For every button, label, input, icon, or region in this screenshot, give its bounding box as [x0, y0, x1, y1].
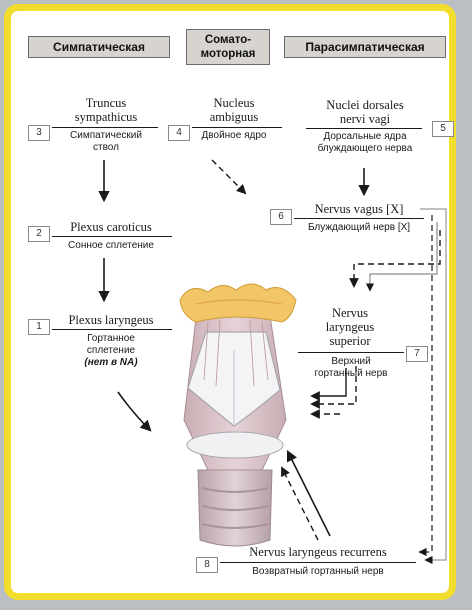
latin-line: Truncus: [52, 96, 160, 110]
latin-plexus-caroticus: Plexus caroticus: [52, 220, 170, 234]
label-divider: [298, 352, 404, 353]
latin-line: Plexus laryngeus: [52, 313, 170, 327]
latin-nucleus-ambiguus: Nucleus ambiguus: [188, 96, 280, 124]
latin-nervus-laryngeus-recurrens: Nervus laryngeus recurrens: [220, 545, 416, 559]
label-number-6: 6: [270, 209, 292, 225]
label-number-8: 8: [196, 557, 218, 573]
connector-6-to-8-dashed: [420, 215, 432, 552]
russian-line: Гортанное: [52, 333, 170, 345]
label-number-5: 5: [432, 121, 454, 137]
header-sympathetic: Симпатическая: [28, 36, 170, 58]
arrow-1-to-larynx: [118, 392, 150, 430]
latin-line: Nervus vagus [X]: [294, 202, 424, 216]
latin-plexus-laryngeus: Plexus laryngeus: [52, 313, 170, 327]
header-somatomotor-line2: моторная: [187, 47, 269, 61]
russian-superior-laryngeal-nerve: Верхний гортанный нерв: [298, 356, 404, 380]
label-number-4: 4: [168, 125, 190, 141]
latin-line: Nervus laryngeus recurrens: [220, 545, 416, 559]
russian-laryngeal-plexus: Гортанное сплетение (нет в NA): [52, 333, 170, 369]
russian-line: ствол: [52, 142, 160, 154]
label-number-2: 2: [28, 226, 50, 242]
larynx-illustration: [180, 284, 296, 546]
arrow-4-to-6: [212, 160, 245, 193]
label-divider: [52, 127, 158, 128]
latin-line: laryngeus: [300, 320, 400, 334]
label-number-7: 7: [406, 346, 428, 362]
header-parasympathetic: Парасимпатическая: [284, 36, 446, 58]
latin-truncus-sympathicus: Truncus sympathicus: [52, 96, 160, 124]
label-divider: [192, 127, 282, 128]
connector-6-to-8: [420, 209, 446, 560]
latin-line: Nucleus: [188, 96, 280, 110]
latin-nuclei-dorsales: Nuclei dorsales nervi vagi: [306, 98, 424, 126]
latin-line: nervi vagi: [306, 112, 424, 126]
russian-line: блуждающего нерва: [306, 143, 424, 155]
russian-dorsal-nuclei: Дорсальные ядра блуждающего нерва: [306, 131, 424, 155]
header-somatomotor-line1: Сомато-: [187, 33, 269, 47]
russian-vagus-nerve: Блуждающий нерв [X]: [294, 222, 424, 234]
russian-line: Симпатический: [52, 130, 160, 142]
latin-line: ambiguus: [188, 110, 280, 124]
label-divider: [306, 128, 422, 129]
note-not-in-na: (нет в NA): [52, 357, 170, 369]
russian-carotid-plexus: Сонное сплетение: [52, 240, 170, 252]
russian-line: Блуждающий нерв [X]: [294, 222, 424, 234]
russian-sympathetic-trunk: Симпатический ствол: [52, 130, 160, 154]
russian-double-nucleus: Двойное ядро: [188, 130, 280, 142]
label-number-3: 3: [28, 125, 50, 141]
arrow-6-to-7-dashed: [354, 230, 440, 286]
arrow-8-dashed: [282, 468, 318, 540]
russian-line: сплетение: [52, 345, 170, 357]
label-divider: [52, 236, 172, 237]
latin-line: Nervus: [300, 306, 400, 320]
russian-line: Возвратный гортанный нерв: [220, 566, 416, 578]
russian-line: гортанный нерв: [298, 368, 404, 380]
russian-line: Верхний: [298, 356, 404, 368]
latin-nervus-laryngeus-superior: Nervus laryngeus superior: [300, 306, 400, 348]
label-divider: [220, 562, 416, 563]
latin-line: superior: [300, 334, 400, 348]
russian-line: Сонное сплетение: [52, 240, 170, 252]
russian-recurrent-laryngeal-nerve: Возвратный гортанный нерв: [220, 566, 416, 578]
latin-line: sympathicus: [52, 110, 160, 124]
latin-line: Nuclei dorsales: [306, 98, 424, 112]
russian-line: Двойное ядро: [188, 130, 280, 142]
latin-line: Plexus caroticus: [52, 220, 170, 234]
latin-nervus-vagus: Nervus vagus [X]: [294, 202, 424, 216]
label-divider: [294, 218, 424, 219]
header-somatomotor: Сомато- моторная: [186, 29, 270, 65]
label-number-1: 1: [28, 319, 50, 335]
russian-line: Дорсальные ядра: [306, 131, 424, 143]
label-divider: [52, 329, 172, 330]
